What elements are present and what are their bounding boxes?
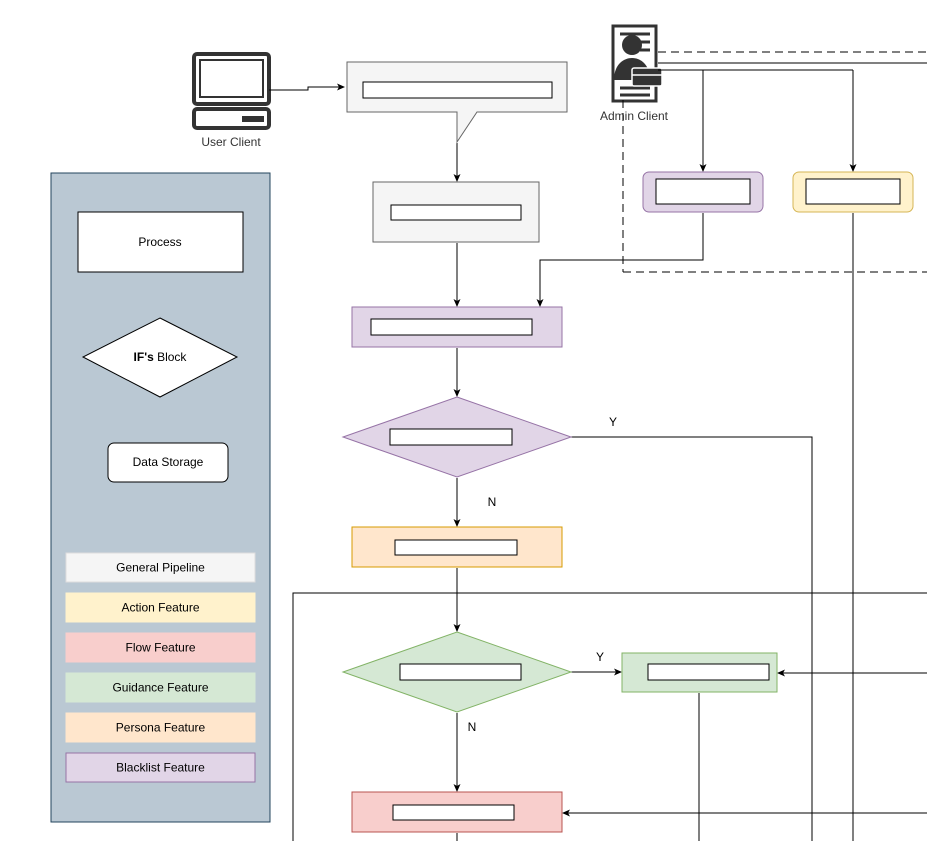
redacted-label: [370, 318, 533, 336]
legend-feature-swatch: [65, 552, 256, 583]
blacklist-yes-label: Y: [609, 415, 617, 429]
legend-feature-swatch: [65, 672, 256, 703]
legend-feature-swatch: [65, 592, 256, 623]
guidance-yes-label: Y: [596, 650, 604, 664]
redacted-label: [805, 178, 901, 205]
redacted-label: [389, 428, 513, 446]
redacted-label: [392, 804, 515, 821]
legend-feature-item: Action Feature: [65, 592, 256, 623]
blacklist-no-label: N: [488, 495, 497, 509]
monitor-icon: [192, 52, 271, 130]
legend-feature-label: Action Feature: [121, 601, 199, 615]
legend-data-storage: Data Storage: [107, 442, 229, 483]
legend-feature-item: Blacklist Feature: [65, 752, 256, 783]
legend-ifs-rest: Block: [154, 350, 188, 364]
persona-process: [351, 526, 563, 568]
main-group-border: [292, 592, 927, 841]
legend-feature-label: Blacklist Feature: [116, 761, 205, 775]
legend-feature-swatch: [65, 632, 256, 663]
redacted-label: [362, 81, 553, 99]
legend-process-label: Process: [138, 235, 181, 249]
user-client: User Client: [192, 52, 271, 149]
admin-dashed-group: [622, 51, 927, 273]
legend-feature-swatch: [65, 752, 256, 783]
legend-feature-label: General Pipeline: [116, 561, 205, 575]
legend-feature-item: Flow Feature: [65, 632, 256, 663]
blacklist-decision: [341, 396, 573, 478]
guidance-decision: [341, 631, 573, 713]
flow-process: [351, 791, 563, 833]
redacted-label: [655, 178, 751, 205]
guidance-no-label: N: [468, 720, 477, 734]
legend-ifs-block: IF's Block: [81, 317, 239, 398]
legend-feature-item: General Pipeline: [65, 552, 256, 583]
legend-feature-swatch: [65, 712, 256, 743]
legend-feature-label: Flow Feature: [125, 641, 195, 655]
user-request-bubble: [346, 61, 568, 144]
legend-ifs-block-label: IF's Block: [134, 350, 188, 364]
legend-data-storage-label: Data Storage: [133, 455, 204, 469]
user-client-label: User Client: [201, 135, 261, 149]
guidance-process: [621, 652, 778, 693]
redacted-label: [394, 539, 518, 556]
blacklist-process: [351, 306, 563, 348]
action-data-store: [792, 171, 914, 213]
legend-feature-label: Guidance Feature: [112, 681, 208, 695]
redacted-label: [399, 663, 522, 681]
legend-panel: Process IF's Block Data Storage General …: [50, 172, 271, 823]
legend-feature-item: Persona Feature: [65, 712, 256, 743]
general-process: [372, 181, 540, 243]
legend-process: Process: [77, 211, 244, 273]
redacted-label: [647, 663, 770, 681]
legend-feature-label: Persona Feature: [116, 721, 206, 735]
redacted-label: [390, 204, 522, 221]
legend-ifs-bold: IF's: [134, 350, 155, 364]
admin-client: Admin Client: [600, 24, 669, 123]
blacklist-data-store: [642, 171, 764, 213]
admin-user-icon: [611, 24, 663, 103]
legend-feature-item: Guidance Feature: [65, 672, 256, 703]
connectors: [269, 62, 927, 841]
admin-client-label: Admin Client: [600, 109, 669, 123]
